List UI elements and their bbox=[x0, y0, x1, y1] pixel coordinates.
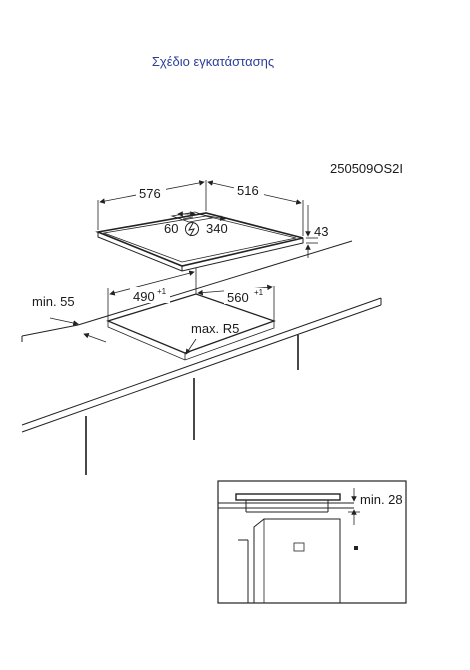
electrical-connection-icon bbox=[185, 222, 199, 237]
dimension-516: 516 bbox=[207, 180, 304, 236]
detail-box: min. 28 bbox=[217, 480, 407, 604]
dim-front-min: min. 55 bbox=[32, 294, 75, 309]
dim-side-min: min. 28 bbox=[360, 492, 403, 507]
dim-cutout-depth: 560 bbox=[227, 290, 249, 305]
dim-corner-radius: max. R5 bbox=[191, 321, 239, 336]
dim-cutout-depth-tol: +1 bbox=[254, 288, 264, 297]
dim-connection-right: 340 bbox=[206, 221, 228, 236]
dim-hob-height: 43 bbox=[314, 224, 328, 239]
page-title: Σχέδιο εγκατάστασης bbox=[151, 54, 275, 69]
dim-hob-width: 576 bbox=[139, 186, 161, 201]
model-code: 250509OS2I bbox=[330, 161, 403, 176]
hob bbox=[95, 211, 304, 272]
dim-hob-depth: 516 bbox=[237, 183, 259, 198]
dimension-43: 43 bbox=[305, 205, 328, 258]
dimension-576: 576 bbox=[97, 180, 207, 230]
dim-cutout-width-tol: +1 bbox=[157, 287, 167, 296]
dim-cutout-width: 490 bbox=[133, 289, 155, 304]
worktop bbox=[21, 240, 382, 475]
dim-connection-left: 60 bbox=[164, 221, 178, 236]
